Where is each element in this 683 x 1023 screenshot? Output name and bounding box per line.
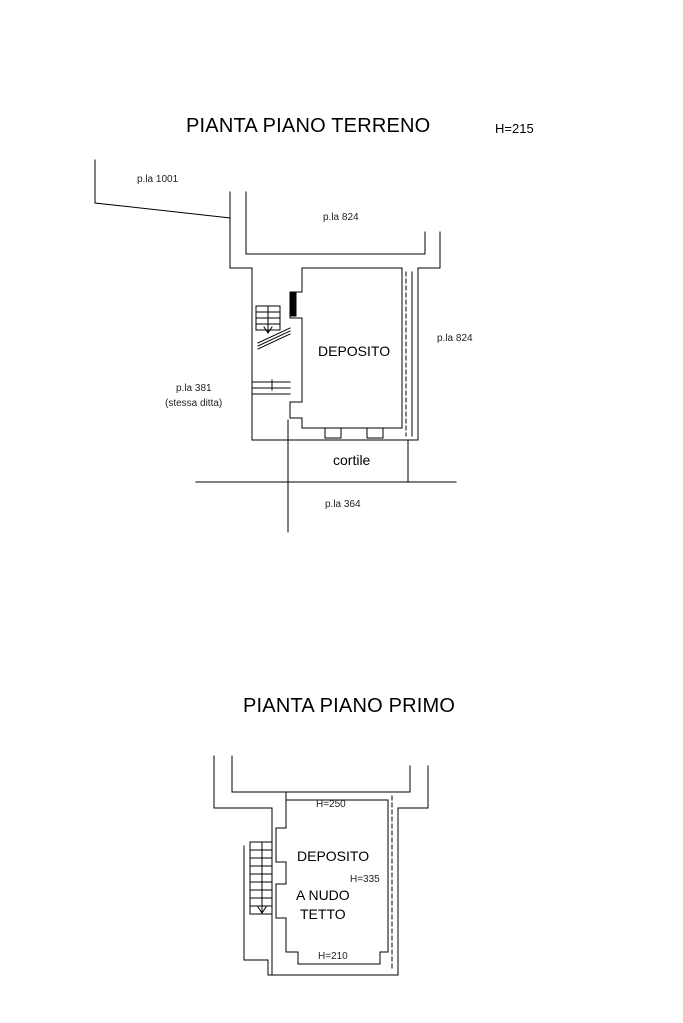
parcel-824-right-label: p.la 824 — [437, 333, 473, 344]
ground-floor-height: H=215 — [495, 121, 534, 136]
parcel-824-top-label: p.la 824 — [323, 212, 359, 223]
first-height-middle: H=335 — [350, 874, 380, 885]
first-stair — [249, 841, 273, 915]
ground-floor-plan — [94, 159, 457, 533]
parcel-1001-label: p.la 1001 — [137, 174, 179, 185]
ground-outer-wall-inner — [245, 191, 426, 255]
first-outer-inner — [231, 755, 411, 793]
first-floor-plan — [213, 755, 429, 976]
first-height-bottom: H=210 — [318, 951, 348, 962]
cortile-label: cortile — [333, 452, 371, 468]
first-height-top: H=250 — [316, 799, 346, 810]
ground-floor-title: PIANTA PIANO TERRENO — [186, 115, 431, 137]
first-deposito-label: DEPOSITO — [297, 848, 370, 864]
parcel-1001-boundary — [94, 159, 231, 219]
deposito-room-wall — [289, 267, 403, 429]
door-piece — [290, 291, 297, 317]
ground-outer-wall-left — [229, 191, 441, 441]
first-floor-title: PIANTA PIANO PRIMO — [243, 695, 456, 717]
parcel-364-label: p.la 364 — [325, 499, 361, 510]
ground-deposito-label: DEPOSITO — [318, 343, 391, 359]
parcel-381-note: (stessa ditta) — [165, 398, 223, 409]
nudo-tetto-line1: A NUDO — [296, 887, 350, 903]
first-room-wall — [275, 791, 389, 965]
nudo-tetto-line2: TETTO — [300, 906, 346, 922]
first-outer-wall — [213, 755, 429, 976]
parcel-381-label: p.la 381 — [176, 383, 212, 394]
